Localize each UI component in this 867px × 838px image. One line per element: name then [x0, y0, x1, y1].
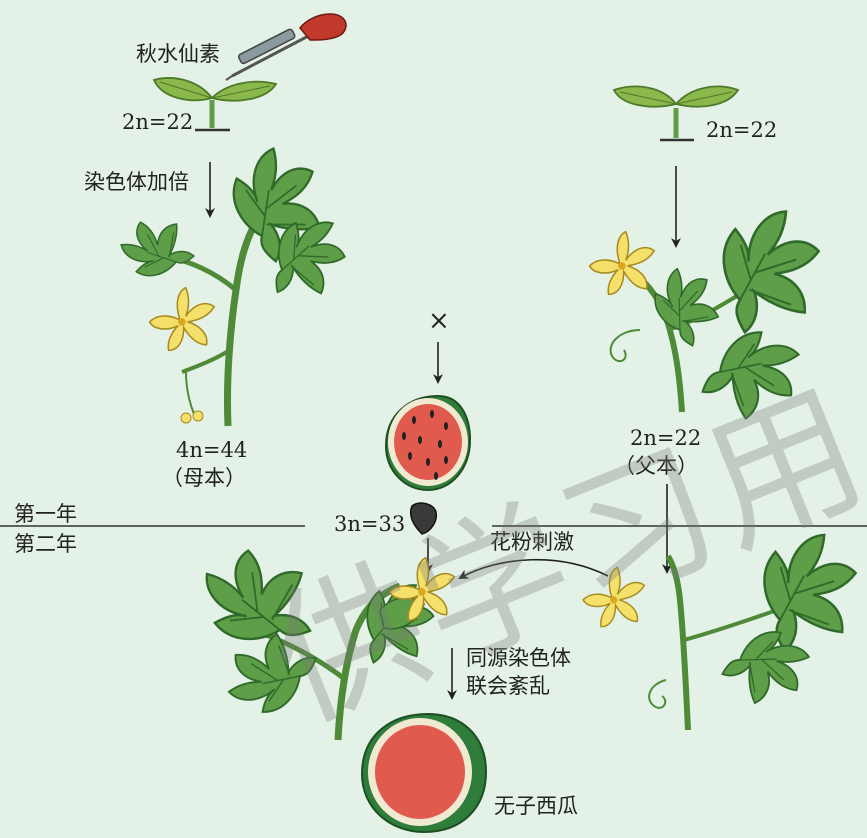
- triploid-melon-icon: [384, 394, 472, 492]
- triploid-plant-icon: [185, 531, 455, 741]
- synapsis-label-line2: 联会紊乱: [466, 674, 550, 698]
- dropper-icon: [225, 13, 347, 81]
- seedling-right-ploidy: 2n=22: [706, 118, 778, 142]
- arrow-pollen: [458, 558, 609, 579]
- colchicine-label: 秋水仙素: [136, 42, 220, 66]
- seed-ploidy-label: 3n=33: [334, 512, 406, 536]
- father-role-label: （父本）: [614, 454, 698, 478]
- mother-ploidy-label: 4n=44: [176, 438, 248, 462]
- cross-symbol: ×: [428, 306, 450, 336]
- year-one-label: 第一年: [14, 502, 77, 526]
- seedless-watermelon-icon: [360, 712, 488, 834]
- seed-icon: [410, 502, 438, 535]
- mother-role-label: （母本）: [162, 466, 246, 490]
- seedling-left-ploidy: 2n=22: [122, 110, 194, 134]
- doubling-label: 染色体加倍: [84, 170, 189, 194]
- mother-plant-icon: [115, 147, 362, 427]
- father-plant-icon: [588, 194, 837, 431]
- father-ploidy-label: 2n=22: [630, 426, 702, 450]
- seedling-left-icon: [152, 77, 278, 132]
- pollen-plant-icon: [582, 518, 867, 731]
- pollen-stimulation-label: 花粉刺激: [490, 530, 574, 554]
- seedless-watermelon-label: 无子西瓜: [494, 794, 578, 818]
- synapsis-label-line1: 同源染色体: [466, 646, 571, 670]
- seedling-right-icon: [612, 85, 740, 142]
- year-two-label: 第二年: [14, 532, 77, 556]
